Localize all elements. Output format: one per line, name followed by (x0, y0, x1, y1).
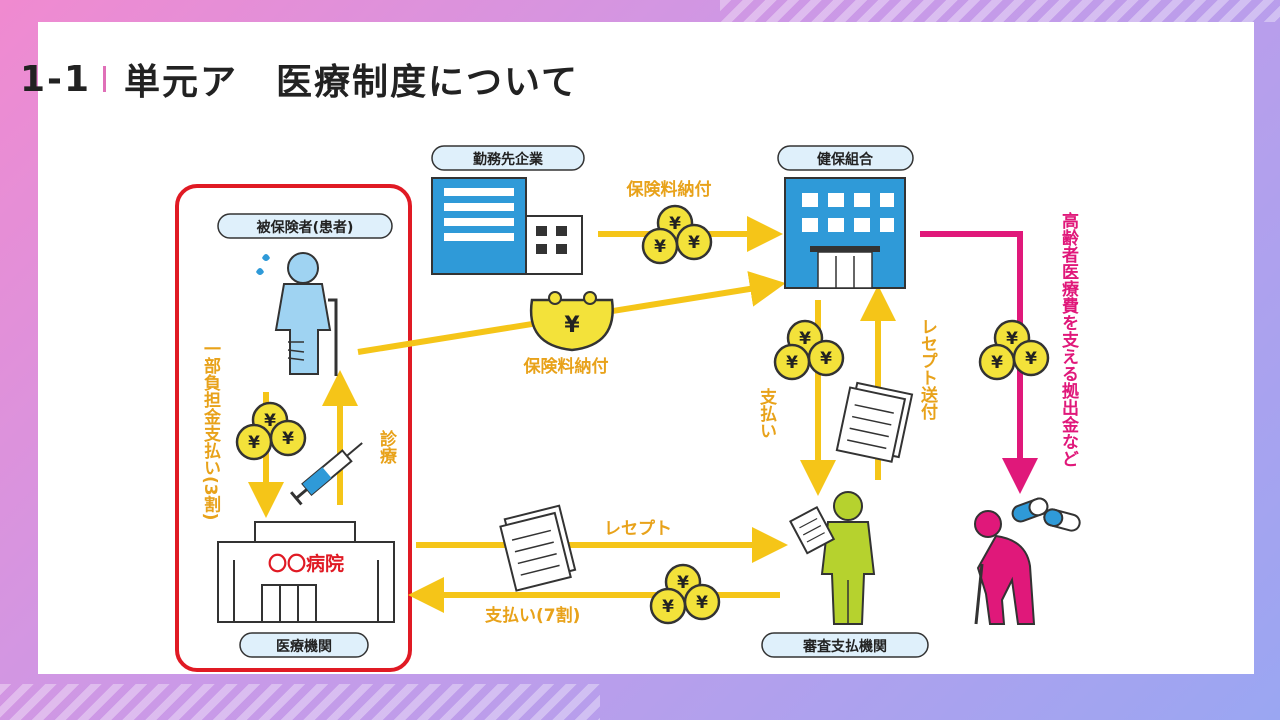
label-insurer: 健保組合 (777, 145, 914, 171)
label-patient: 被保険者(患者) (217, 213, 393, 239)
label-review: 審査支払機関 (761, 632, 929, 658)
slide-title: 1-1 単元ア 医療制度について (20, 54, 579, 104)
patient-figure-icon (256, 252, 338, 376)
employer-label: 勤務先企業 (473, 151, 544, 168)
premium-patient-text: 保険料納付 (523, 356, 609, 377)
title-number: 1-1 (20, 58, 92, 100)
label-hospital: 医療機関 (239, 632, 369, 658)
receipt-send-text: レセプト送付 (917, 318, 938, 421)
title-text: 単元ア 医療制度について (124, 62, 579, 103)
review-label: 審査支払機関 (802, 638, 887, 655)
copay-text: 一部負担金支払い(3割) (200, 340, 222, 520)
syringe-icon (290, 442, 363, 506)
title-separator (103, 66, 107, 92)
decorative-stripes-top (720, 0, 1280, 22)
coins-payment-hospital (649, 563, 721, 625)
patient-label: 被保険者(患者) (257, 219, 354, 236)
treatment-text: 診療 (376, 429, 397, 465)
decorative-stripes-bottom (0, 684, 600, 720)
premium-employer-text: 保険料納付 (626, 179, 712, 200)
hospital-sign: 〇〇病院 (268, 552, 344, 575)
coins-payment-insurer (773, 319, 845, 381)
insurer-building-icon (784, 177, 906, 289)
pills-icon (1011, 497, 1081, 532)
coins-copay (235, 401, 307, 461)
elderly-text: 高齢者医療費を支える拠出金など (1058, 211, 1080, 467)
reviewer-figure-icon (789, 491, 876, 625)
highlight-box (175, 184, 412, 672)
elderly-person-icon (974, 510, 1036, 625)
coins-elderly (978, 319, 1050, 381)
payment-insurer-text: 支払い (756, 387, 777, 439)
hospital-label: 医療機関 (276, 638, 332, 655)
svg-text:¥: ¥ (564, 313, 580, 338)
receipt-text: レセプト (604, 518, 672, 539)
hospital-building-icon (217, 521, 395, 623)
wallet-icon: ¥ (529, 291, 614, 352)
arrow-elderly (920, 231, 1038, 494)
coins-premium-employer (641, 204, 713, 265)
employer-building-icon (431, 177, 583, 275)
receipt-document-icon-2 (499, 504, 577, 592)
label-employer: 勤務先企業 (431, 145, 585, 171)
payment-hospital-text: 支払い(7割) (485, 605, 580, 626)
receipt-document-icon (835, 381, 914, 463)
insurer-label: 健保組合 (817, 151, 874, 168)
